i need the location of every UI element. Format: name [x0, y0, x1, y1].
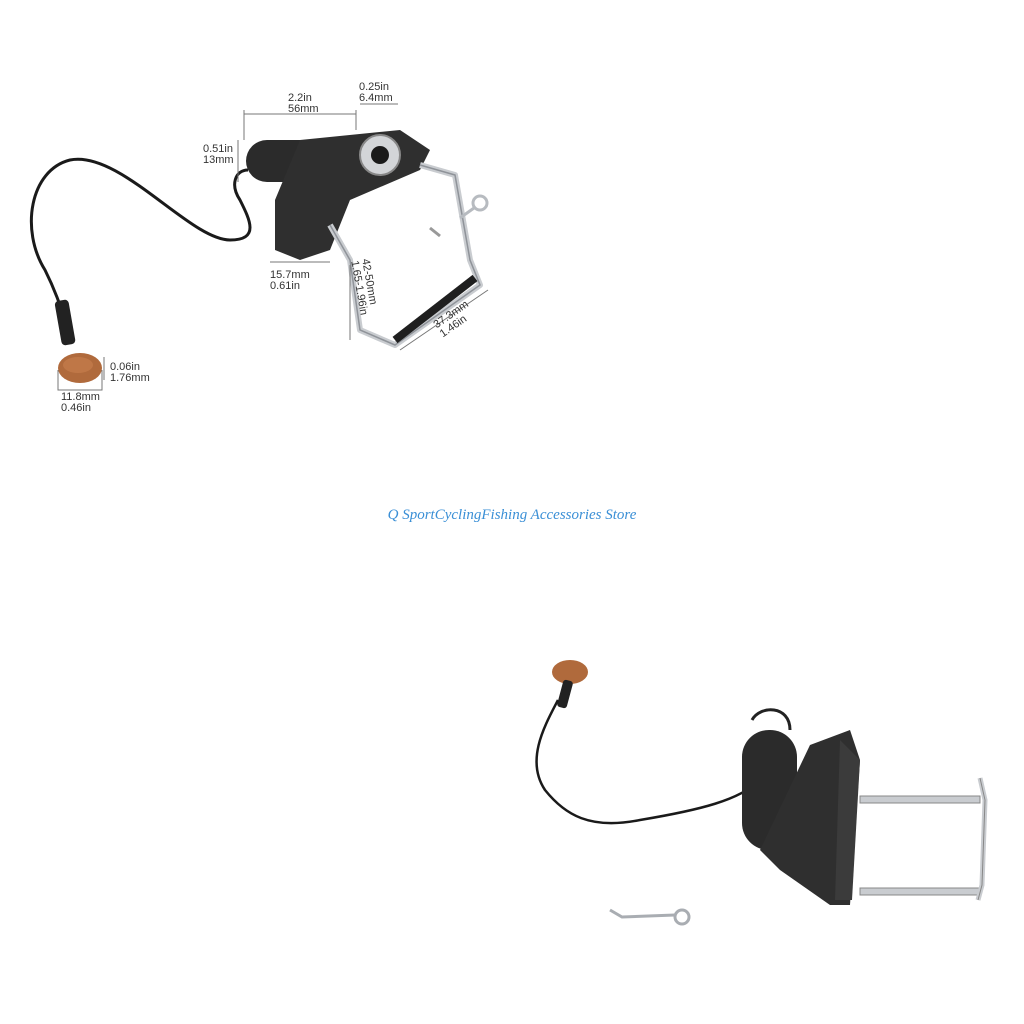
barrel-length-label: 2.2in 56mm: [288, 92, 319, 115]
wood-sensor-2: [552, 660, 588, 684]
store-watermark: Q SportCyclingFishing Accessories Store: [387, 507, 637, 523]
dimension-lines: [57, 103, 489, 391]
rod-top: [859, 795, 981, 804]
product-photo-2: [535, 660, 988, 926]
hook: [471, 194, 489, 212]
base-width-label: 15.7mm 0.61in: [270, 269, 310, 292]
barrel-diameter-label: 0.51in 13mm: [203, 143, 234, 166]
sensor-lead: [54, 299, 76, 346]
body: [275, 130, 430, 260]
body-2: [760, 730, 860, 905]
clamp-pad: [392, 274, 478, 344]
jack-diameter-label: 0.25in 6.4mm: [359, 81, 393, 104]
sensor-width-label: 11.8mm 0.46in: [61, 391, 100, 414]
rod-bottom: [859, 887, 981, 896]
sensor-thickness-label: 0.06in 1.76mm: [110, 361, 150, 384]
cable: [29, 157, 252, 321]
hook-2: [673, 908, 691, 926]
